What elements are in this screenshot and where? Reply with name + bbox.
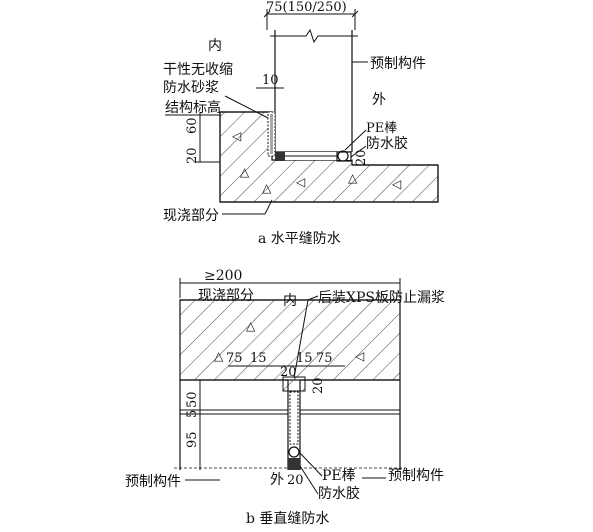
dim-50: 50 [185,391,200,408]
dim-60-label-a: 60 [185,117,200,134]
svg-text:△: △ [348,171,358,185]
caption-a: a 水平缝防水 [258,231,341,247]
sealant-b [288,458,300,470]
cast-in-place-label-b: 现浇部分 [198,288,254,304]
dim-95: 95 [185,431,200,448]
cast-in-place-b [179,299,401,381]
cast-in-place-label-a: 现浇部分 [163,208,219,224]
precast-left-label: 预制构件 [125,474,181,490]
mortar-label-2: 防水砂浆 [163,80,219,96]
precast-panel-a [270,28,358,153]
mortar-vertical [289,391,299,445]
dim-75-left: 75 [226,351,243,366]
caption-b: b 垂直缝防水 [246,510,329,527]
dim-200-label: ≥200 [204,268,242,284]
inner-label-a: 内 [208,38,222,54]
mortar-label-1: 干性无收缩 [163,62,233,78]
top-dim-label: 75(150/250) [266,0,347,15]
svg-text:△: △ [262,181,272,195]
dim-20-bottom: 20 [287,473,304,488]
pe-rod-label-a: PE棒 [366,121,397,136]
sealant-label-a: 防水胶 [366,135,408,152]
dim-20-top: 20 [280,365,297,380]
xps-note-label: 后装XPS板防止漏浆 [318,290,445,306]
pe-rod-label-b: PE棒 [322,468,356,484]
svg-text:◁: ◁ [354,349,364,363]
precast-right-label: 预制构件 [388,468,444,484]
dim-15-right: 15 [296,351,313,366]
svg-text:△: △ [240,165,250,179]
dim-20-side: 20 [311,377,326,394]
svg-text:△: △ [246,319,256,333]
top-dimension-line [263,9,359,30]
dim-10-label: 10 [262,73,279,88]
struct-level-label: 结构标高 [165,99,221,116]
figure-b-vertical-joint: ≥200 △ ◁ △ 75 15 15 [125,268,445,527]
dim-5: 5 [185,410,200,418]
dim-15-left: 15 [250,351,267,366]
svg-text:◁: ◁ [391,177,401,191]
figure-a-horizontal-joint: 75(150/250) ◁ △ ◁ △ ◁ △ [163,0,439,247]
svg-text:◁: ◁ [295,175,305,189]
dim-20-right-label-a: 20 [354,149,369,166]
precast-label-a: 预制构件 [370,56,426,72]
svg-text:△: △ [214,349,224,363]
dim-75-right: 75 [316,351,333,366]
dim-20-label-a: 20 [185,147,200,164]
cast-in-place-a: ◁ △ ◁ △ ◁ △ [219,111,439,203]
outer-label-a: 外 [372,92,386,108]
sealant-label-b: 防水胶 [318,485,360,502]
outer-label-b: 外 [270,472,284,488]
svg-text:◁: ◁ [231,129,241,143]
inner-label-b: 内 [283,293,297,309]
pe-rod-b [288,446,300,458]
